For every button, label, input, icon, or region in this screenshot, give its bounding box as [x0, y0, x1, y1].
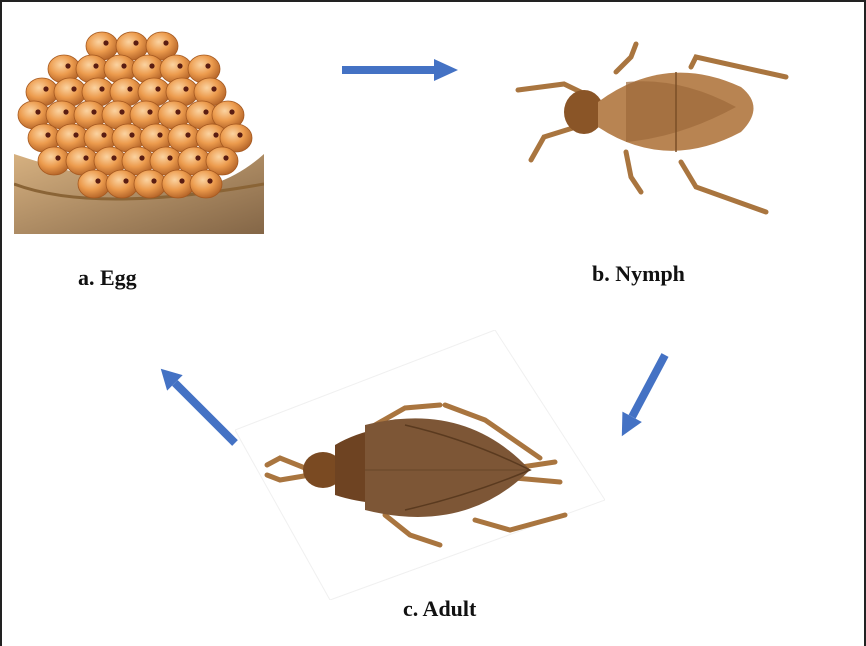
adult-label: c. Adult: [403, 596, 476, 622]
nymph-label: b. Nymph: [592, 261, 685, 287]
arrow-right-icon: [340, 56, 460, 84]
egg-image: [14, 14, 264, 234]
arrow-up-left-icon: [150, 365, 245, 450]
egg-label: a. Egg: [78, 265, 137, 291]
adult-image: [235, 330, 605, 600]
nymph-image: [466, 12, 864, 240]
arrow-down-left-icon: [605, 350, 675, 445]
